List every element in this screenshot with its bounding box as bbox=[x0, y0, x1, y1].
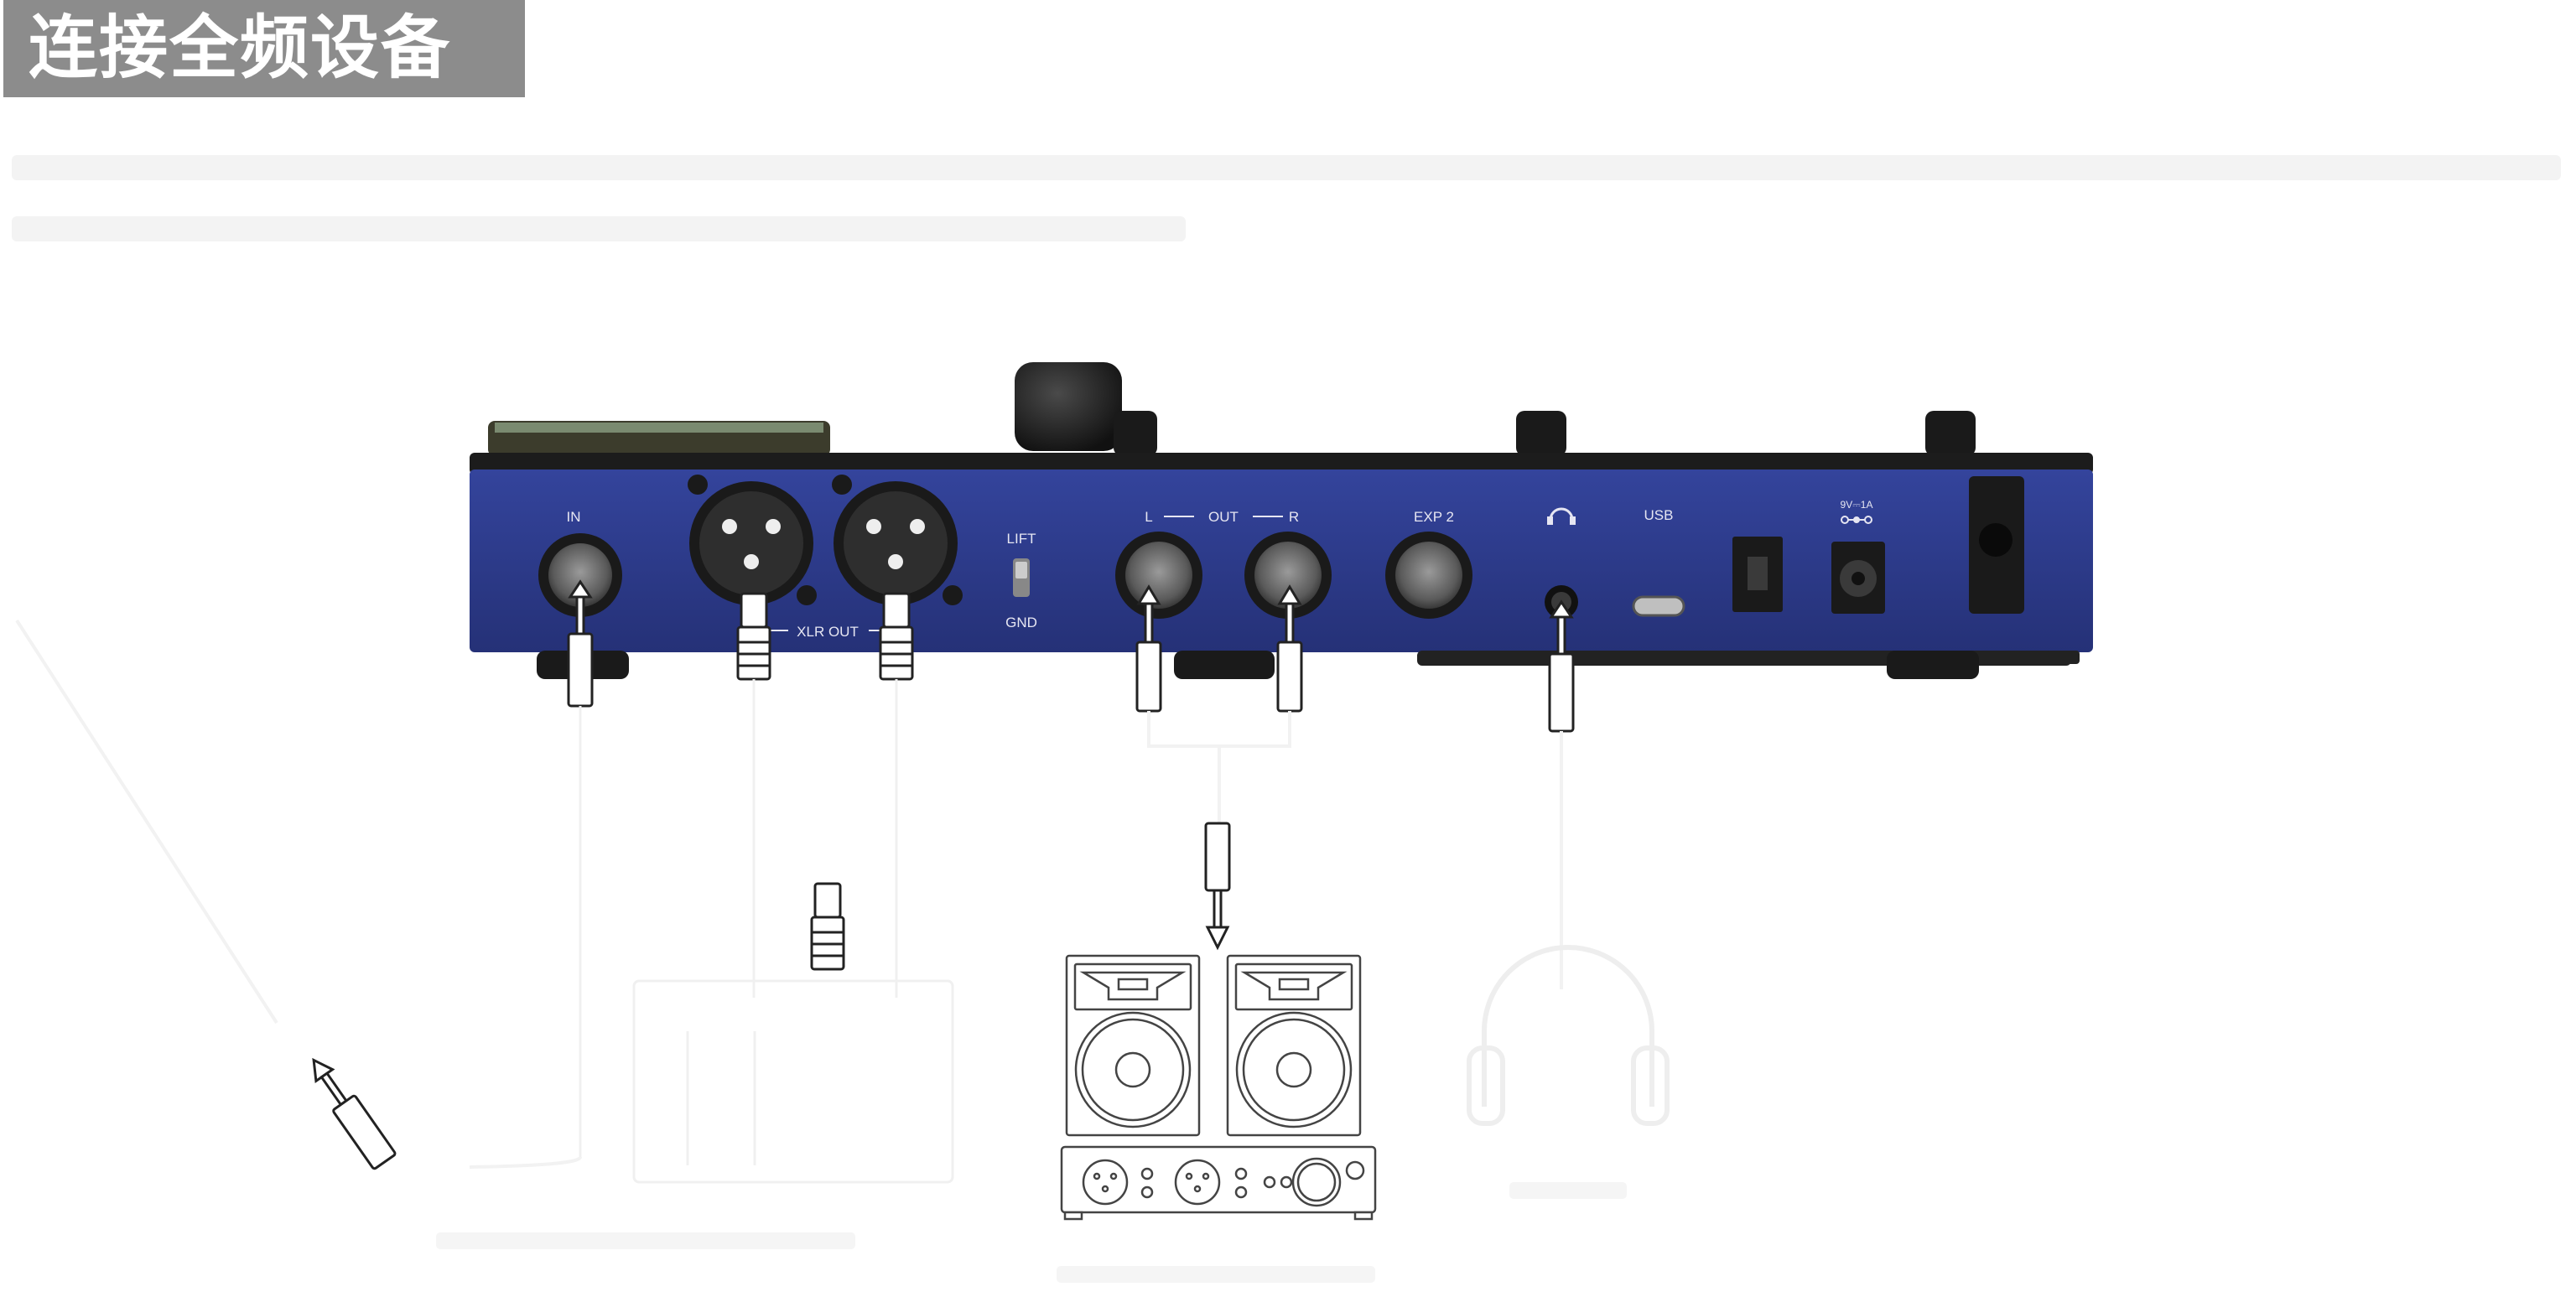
quarter-inch-plug-icon bbox=[1204, 822, 1231, 951]
label-gnd: GND bbox=[1005, 615, 1037, 630]
label-in: IN bbox=[567, 509, 581, 525]
guitar-plug-icon bbox=[312, 1057, 397, 1170]
label-exp2: EXP 2 bbox=[1414, 509, 1454, 525]
input-jack bbox=[538, 533, 622, 617]
label-power-spec: 9V⎓1A bbox=[1841, 499, 1873, 511]
label-usb: USB bbox=[1644, 507, 1674, 523]
plug-out-left bbox=[1135, 584, 1162, 713]
dc-power-jack bbox=[1831, 542, 1885, 614]
xlr-out-left bbox=[688, 475, 817, 605]
faded-description bbox=[12, 155, 2561, 241]
page-title: 连接全频设备 bbox=[3, 0, 525, 97]
main-knob bbox=[1015, 362, 1122, 451]
headphone-icon bbox=[1467, 945, 1670, 1126]
audio-interface-icon bbox=[1060, 1145, 1377, 1221]
footswitch-3 bbox=[1925, 411, 1976, 456]
faint-cables bbox=[15, 619, 1563, 1169]
speaker-icon bbox=[1065, 954, 1362, 1137]
label-xlr-out: XLR OUT bbox=[797, 624, 859, 640]
footswitch-2 bbox=[1516, 411, 1566, 456]
faded-captions bbox=[436, 1182, 1627, 1283]
xlr-out-right bbox=[832, 475, 963, 605]
label-out-l: L bbox=[1145, 509, 1152, 525]
label-out: OUT bbox=[1208, 509, 1239, 525]
xlr-plug-right bbox=[879, 592, 914, 998]
plug-out-right bbox=[1276, 584, 1303, 713]
ground-lift-switch bbox=[1013, 558, 1030, 597]
xlr-plug-left bbox=[736, 592, 771, 998]
power-switch bbox=[1732, 537, 1783, 612]
headphone-symbol-icon bbox=[1547, 507, 1576, 525]
footswitch-1 bbox=[1114, 411, 1157, 456]
output-jack-left bbox=[1115, 532, 1202, 619]
label-lift: LIFT bbox=[1007, 531, 1036, 547]
faint-amp-cabinet bbox=[632, 979, 954, 1184]
output-jack-right bbox=[1244, 532, 1332, 619]
xlr-connector-icon bbox=[810, 882, 845, 971]
side-jack bbox=[1969, 476, 2024, 614]
power-polarity-icon bbox=[1841, 516, 1872, 524]
exp2-jack bbox=[1385, 532, 1472, 619]
usb-port bbox=[1632, 595, 1685, 617]
label-out-r: R bbox=[1289, 509, 1299, 525]
plug-in-input bbox=[567, 579, 594, 1157]
multi-effects-device: IN XLR OUT LIFT GND L OUT R EXP 2 USB 9V… bbox=[470, 362, 2093, 679]
